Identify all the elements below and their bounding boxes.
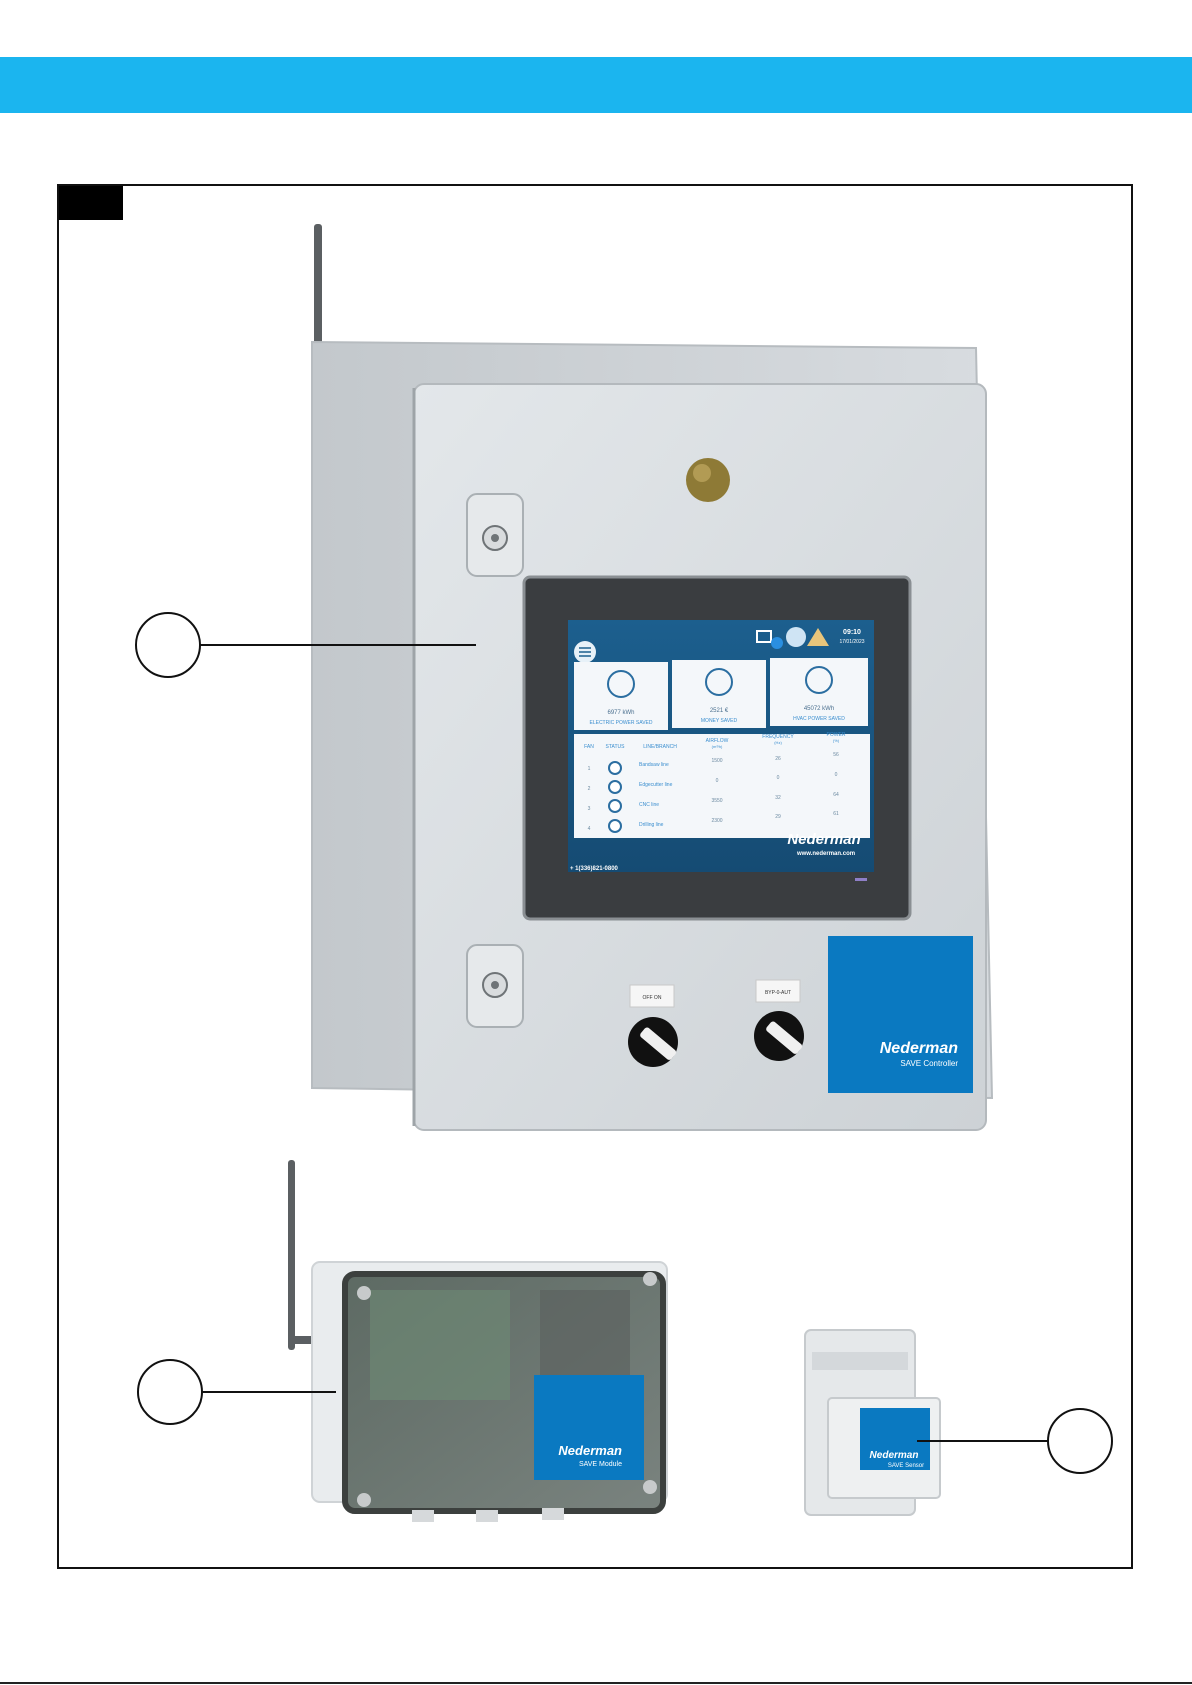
bypass-switch-label: BYP-0-AUT [765,990,791,996]
screen-website: www.nederman.com [796,851,855,857]
kpi-label: ELECTRIC POWER SAVED [590,720,653,726]
row-power: 64 [833,792,839,798]
monitor-icon [756,630,772,643]
row-power: 56 [833,752,839,758]
row-line: Bandsaw line [639,762,669,768]
column-header: AIRFLOW [706,738,729,744]
info-icon [786,627,806,647]
fan-icon [608,799,622,813]
column-header: STATUS [606,744,626,750]
row-airflow: 0 [716,778,719,784]
door-lock-icon [466,944,524,1028]
kpi-label: MONEY SAVED [701,718,738,724]
controller-brand-plate [828,936,973,1093]
screen-time: 09:10 [843,629,861,636]
row-line: CNC line [639,802,659,808]
callout-sensor [917,1408,1113,1474]
bypass-switch: BYP-0-AUT [754,979,804,1061]
module-plate-brand: Nederman [558,1443,622,1458]
screen-phone: + 1(336)821-0800 [570,866,619,872]
sensor-plate-brand: Nederman [870,1450,919,1461]
column-header: FAN [584,744,594,750]
row-fan: 2 [588,786,591,792]
warning-icon [807,628,829,646]
callout-controller [135,612,476,678]
column-unit: (%) [833,738,840,743]
screen-date: 17/01/2023 [839,639,864,645]
footer-rule [0,1682,1192,1684]
kpi-label: HVAC POWER SAVED [793,716,845,722]
fan-icon [608,761,622,775]
money-icon [705,668,733,696]
power-icon [607,670,635,698]
antenna-icon [288,1160,295,1350]
module-brand-plate [534,1375,644,1480]
row-frequency: 29 [775,814,781,820]
main-switch: OFF ON [628,984,678,1067]
row-airflow: 1500 [711,758,722,764]
column-header: FREQUENCY [762,734,794,740]
fan-icon [608,819,622,833]
row-airflow: 3550 [711,798,722,804]
kpi-tiles: 6977 kWh ELECTRIC POWER SAVED 2521 € MON… [574,658,868,730]
controller-plate-product: SAVE Controller [900,1059,958,1068]
callout-module [137,1359,336,1425]
column-unit: (Hz) [774,740,782,745]
figure-tag [59,186,123,220]
screen-brand: Nederman [787,831,860,848]
column-header: LINE/BRANCH [643,744,677,750]
row-frequency: 0 [777,775,780,781]
row-frequency: 26 [775,756,781,762]
door-lock-icon [466,493,524,577]
row-line: Drilling line [639,822,664,828]
hvac-icon [805,666,833,694]
row-airflow: 2300 [711,818,722,824]
kpi-value: 45072 kWh [804,706,834,712]
row-power: 61 [833,811,839,817]
column-unit: (m³/h) [712,744,723,749]
module-plate-product: SAVE Module [579,1461,622,1468]
fan-table: FAN STATUS LINE/BRANCH AIRFLOW (m³/h) FR… [574,732,870,838]
sensor-brand-plate [860,1408,930,1470]
row-fan: 4 [588,826,591,832]
kpi-value: 6977 kWh [607,710,634,716]
controller-plate-brand: Nederman [880,1040,958,1057]
column-header: POWER [827,732,846,738]
fan-icon [608,780,622,794]
row-line: Edgecutter line [639,782,673,788]
kpi-value: 2521 € [710,708,729,714]
save-controller-cabinet: 09:10 17/01/2023 6977 kWh ELECTRIC POWER… [311,224,994,1131]
sensor-plate-product: SAVE Sensor [888,1463,924,1469]
main-switch-label: OFF ON [643,995,662,1001]
figure-frame [57,184,1133,1569]
row-power: 0 [835,772,838,778]
row-fan: 3 [588,806,591,812]
save-module: Nederman SAVE Module [288,1160,668,1522]
header-bar [0,57,1192,113]
indicator-lamp-icon [686,458,730,502]
row-frequency: 32 [775,795,781,801]
save-sensor: Nederman SAVE Sensor [804,1329,941,1516]
row-fan: 1 [588,766,591,772]
